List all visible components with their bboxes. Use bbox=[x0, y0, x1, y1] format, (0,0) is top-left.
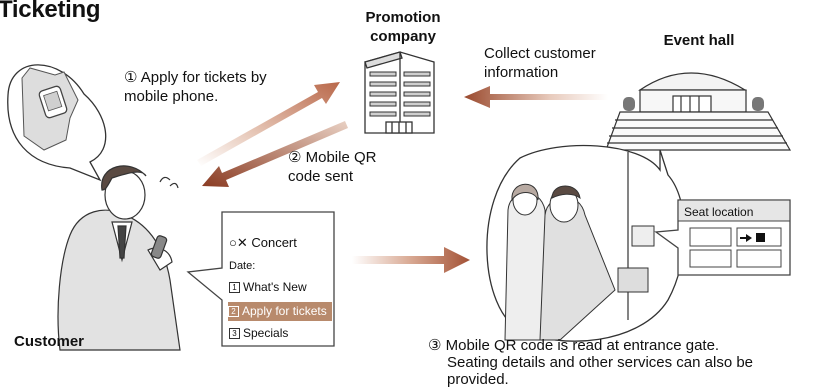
arrow-to-gate bbox=[352, 247, 470, 273]
step3-line1: ③ Mobile QR code is read at entrance gat… bbox=[428, 337, 720, 354]
page-title: Ticketing bbox=[0, 0, 101, 23]
seat-location-title: Seat location bbox=[684, 205, 754, 219]
step3-line3: provided. bbox=[447, 371, 509, 388]
step1-label: ① Apply for tickets by mobile phone. bbox=[124, 69, 267, 105]
customer-label: Customer bbox=[14, 333, 85, 350]
step2-label: ② Mobile QR code sent bbox=[288, 149, 377, 185]
event-hall-label: Event hall bbox=[663, 32, 735, 49]
promotion-company-label: Promotion company bbox=[365, 9, 441, 45]
concert-label: ○✕ Concert bbox=[229, 235, 297, 250]
watch-phone-bubble bbox=[7, 64, 107, 182]
date-label: Date: bbox=[229, 260, 256, 272]
collect-info-label: Collect customer information bbox=[484, 45, 596, 81]
arrow-apply bbox=[197, 82, 340, 166]
gate-scene-bubble bbox=[486, 144, 686, 342]
seat-location-panel bbox=[654, 199, 791, 276]
menu-number-icon: 2 bbox=[228, 306, 239, 317]
arrow-qr-sent bbox=[202, 121, 348, 187]
menu-item-label: Specials bbox=[243, 326, 289, 340]
customer-figure bbox=[57, 165, 181, 351]
menu-number-icon: 3 bbox=[229, 328, 240, 339]
promotion-building-icon bbox=[364, 51, 435, 134]
event-hall-icon bbox=[605, 72, 792, 151]
step3-line2: Seating details and other services can a… bbox=[447, 354, 754, 371]
menu-item-label: What's New bbox=[243, 280, 307, 294]
menu-item-label: Apply for tickets bbox=[242, 304, 327, 318]
arrow-collect bbox=[464, 86, 608, 108]
menu-number-icon: 1 bbox=[229, 282, 240, 293]
